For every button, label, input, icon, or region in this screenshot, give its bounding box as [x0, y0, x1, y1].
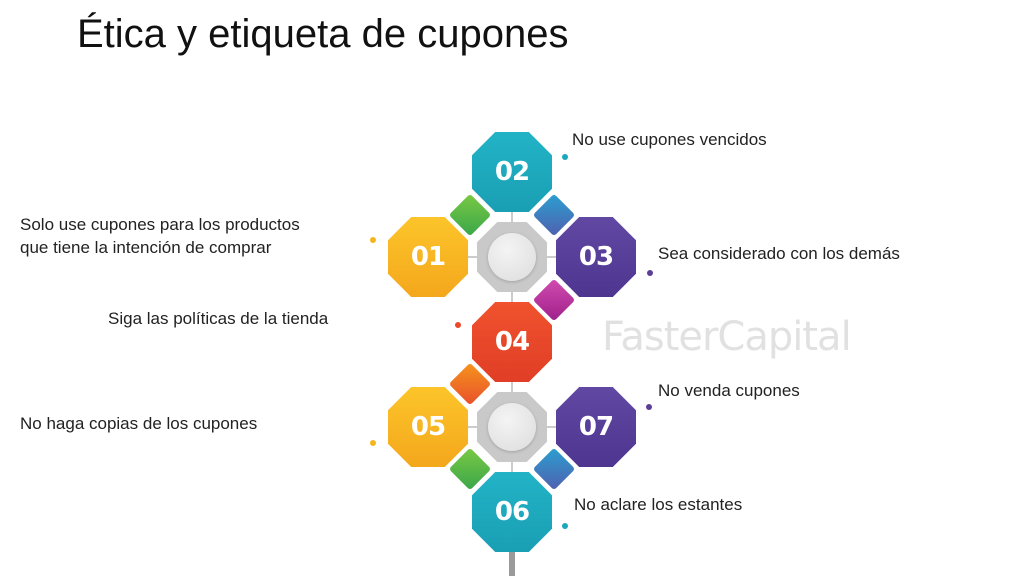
- dot: [370, 237, 376, 243]
- dot: [370, 440, 376, 446]
- dot: [647, 270, 653, 276]
- step-06-text: No aclare los estantes: [574, 495, 743, 514]
- step-04-text: Siga las políticas de la tienda: [108, 309, 329, 328]
- step-04-badge: 04: [472, 302, 552, 382]
- step-07-text: No venda cupones: [658, 381, 800, 400]
- dot: [562, 154, 568, 160]
- step-01-line-1: Solo use cupones para los productos: [20, 215, 300, 234]
- step-03-badge: 03: [556, 217, 636, 297]
- hub-center: [488, 233, 536, 281]
- dot: [646, 404, 652, 410]
- dot: [562, 523, 568, 529]
- step-02-text: No use cupones vencidos: [572, 130, 767, 149]
- watermark-logo: FasterCapital: [602, 314, 852, 360]
- step-01-text: Solo use cupones para los productos que …: [20, 213, 300, 259]
- page-title: Ética y etiqueta de cupones: [77, 12, 569, 56]
- stem: [509, 540, 515, 576]
- step-02-badge: 02: [472, 132, 552, 212]
- step-05-text: No haga copias de los cupones: [20, 414, 258, 433]
- step-05-badge: 05: [388, 387, 468, 467]
- step-01-badge: 01: [388, 217, 468, 297]
- step-03-text: Sea considerado con los demás: [658, 244, 900, 263]
- hub-center: [488, 403, 536, 451]
- dot: [455, 322, 461, 328]
- step-07-badge: 07: [556, 387, 636, 467]
- step-06-badge: 06: [472, 472, 552, 552]
- step-01-line-2: que tiene la intención de comprar: [20, 238, 272, 257]
